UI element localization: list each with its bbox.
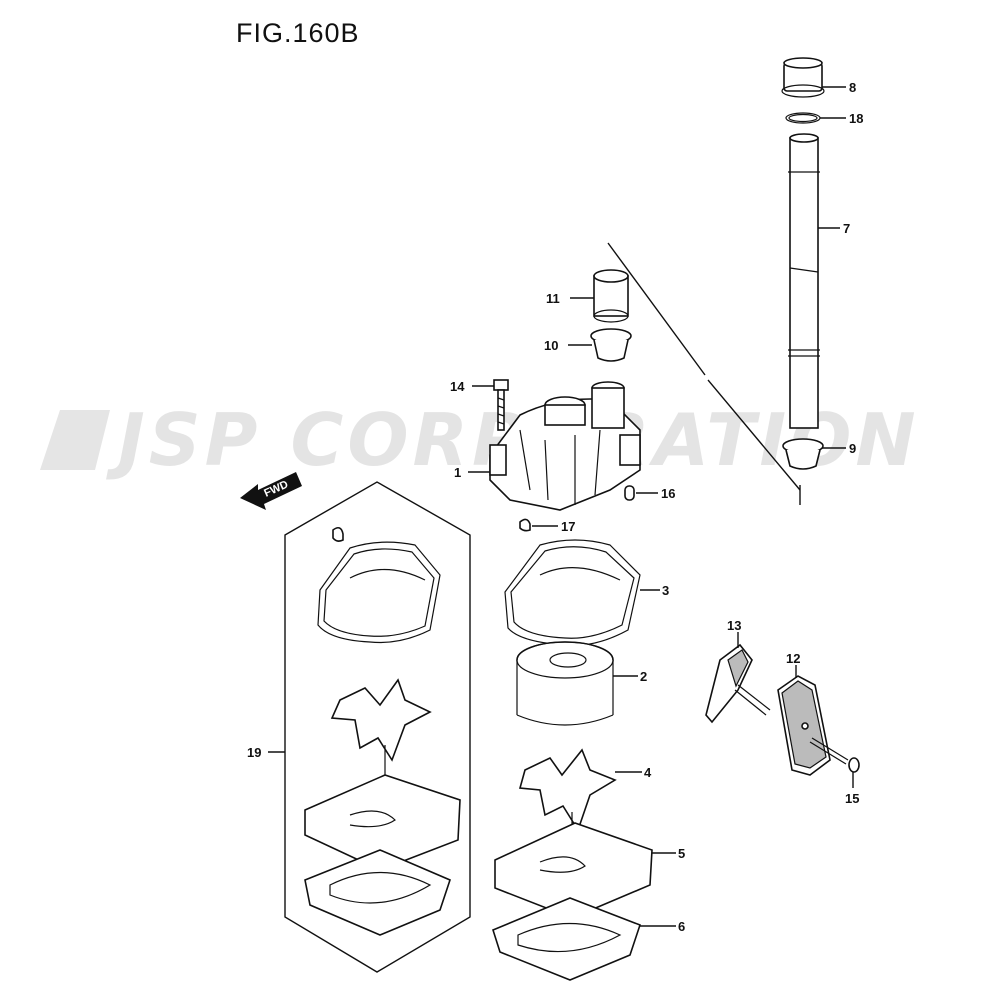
- part-13-bracket: [705, 643, 771, 724]
- callout-8: 8: [849, 80, 856, 95]
- callout-3: 3: [662, 583, 669, 598]
- part-11-sleeve: [593, 269, 629, 323]
- part-7-tube: [788, 133, 820, 429]
- callout-10: 10: [544, 338, 558, 353]
- drive-shaft-assembly: [781, 57, 825, 470]
- part-16-pin: [624, 485, 635, 501]
- callout-11: 11: [546, 291, 560, 306]
- callout-19: 19: [247, 745, 261, 760]
- figure-title: FIG.160B: [236, 18, 360, 48]
- watermark: JSP CORPORATION: [40, 398, 916, 482]
- part-10-grommet: [590, 328, 632, 362]
- callout-16: 16: [661, 486, 675, 501]
- callout-5: 5: [678, 846, 685, 861]
- part-1-pump-case: [489, 381, 641, 511]
- part-9-grommet: [782, 438, 824, 470]
- part-17-key: [519, 518, 531, 532]
- part-8-bushing: [781, 57, 825, 98]
- callout-1: 1: [454, 465, 461, 480]
- callout-4: 4: [644, 765, 652, 780]
- callout-2: 2: [640, 669, 647, 684]
- callout-6: 6: [678, 919, 685, 934]
- kit-19-outline: [284, 481, 471, 973]
- watermark-logo-icon: [40, 410, 110, 470]
- callout-9: 9: [849, 441, 856, 456]
- callout-15: 15: [845, 791, 859, 806]
- part-3-seal-ring: [504, 539, 641, 647]
- callout-7: 7: [843, 221, 850, 236]
- kit-19-contents: [304, 526, 461, 936]
- callout-13: 13: [727, 618, 741, 633]
- part-6-gasket: [492, 897, 642, 981]
- part-15-screw: [809, 737, 860, 773]
- part-12-block: [777, 675, 831, 776]
- callout-14: 14: [450, 379, 465, 394]
- callout-12: 12: [786, 651, 800, 666]
- callout-18: 18: [849, 111, 863, 126]
- part-14-bolt: [493, 379, 509, 431]
- part-5-plate: [494, 822, 653, 919]
- callout-17: 17: [561, 519, 575, 534]
- part-2-insert: [516, 641, 614, 726]
